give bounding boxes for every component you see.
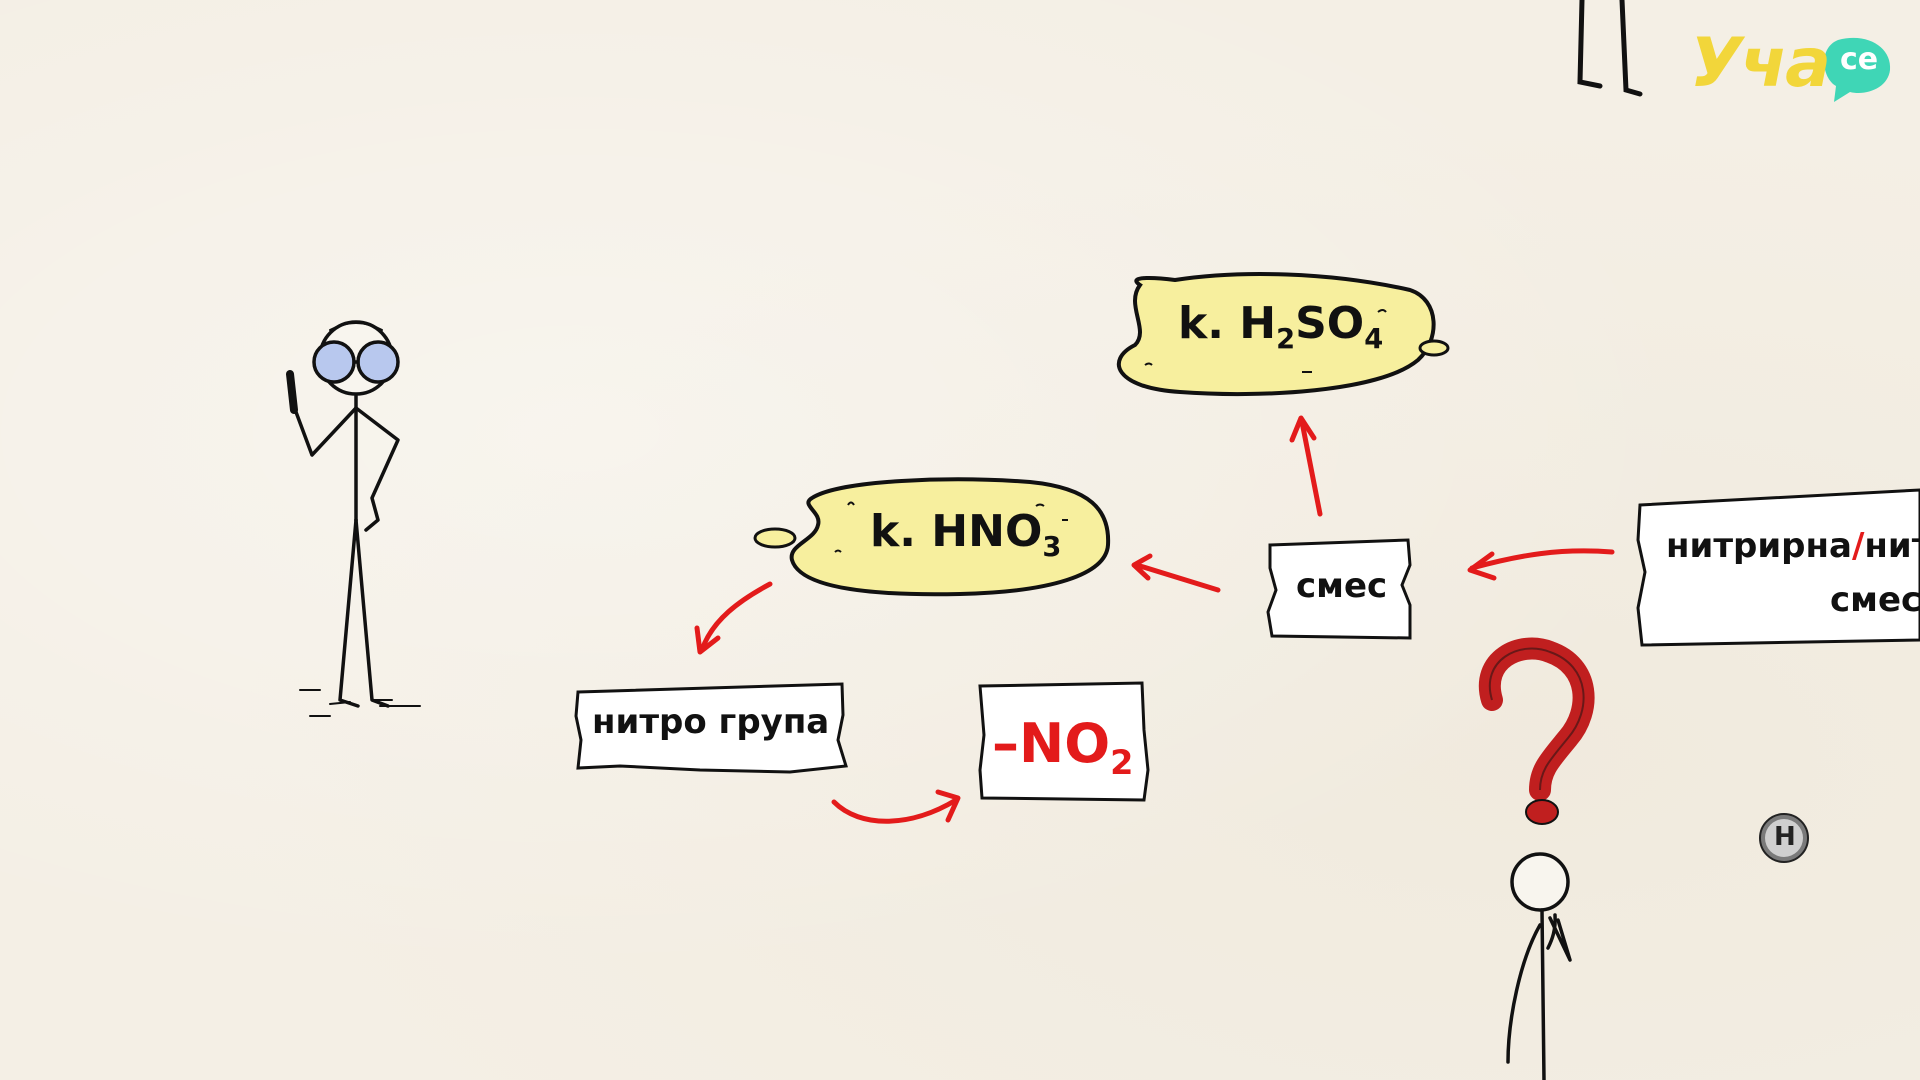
logo-badge-shape [1824,37,1891,102]
nitro-group-card-shape [574,682,848,774]
h2so4-sub1: 2 [1276,323,1296,355]
red-arrows [694,415,1615,824]
h-badge-label: H [1774,822,1796,852]
no2-main: –NO [992,712,1111,775]
hno3-label: k. HNO3 [870,506,1061,563]
hno3-prefix: k. HNO [870,506,1043,557]
h2so4-mid: SO [1295,298,1365,349]
hno3-bubble [753,477,1111,597]
h-badge-shape [1759,813,1809,863]
h2so4-prefix: k. H [1178,298,1277,349]
top-figure-legs [1577,0,1643,97]
nitrating-word-b: нит [1864,526,1920,566]
no2-card-shape [978,681,1150,802]
no2-label: –NO2 [992,712,1133,782]
hno3-sub: 3 [1042,531,1062,563]
nitrating-word-a: нитрирна [1666,526,1852,566]
question-mark-icon [1478,637,1595,825]
nitrating-card-shape [1636,488,1920,647]
smes-label: смес [1296,566,1388,606]
h2so4-label: k. H2SO4 [1178,298,1383,355]
scientist-figure [286,320,421,717]
h2so4-sub2: 4 [1364,323,1384,355]
h2so4-bubble [1116,272,1450,397]
no2-sub: 2 [1110,742,1134,782]
logo-badge-text: се [1840,42,1879,77]
logo-text: Уча [1690,24,1831,103]
smes-card-shape [1266,538,1412,640]
nitrating-line1: нитрирна/нит [1666,526,1920,566]
thinking-figure [1506,852,1572,1080]
nitrating-slash: / [1851,526,1865,566]
nitrating-line2: смес [1830,580,1920,620]
nitro-group-label: нитро група [592,702,830,742]
